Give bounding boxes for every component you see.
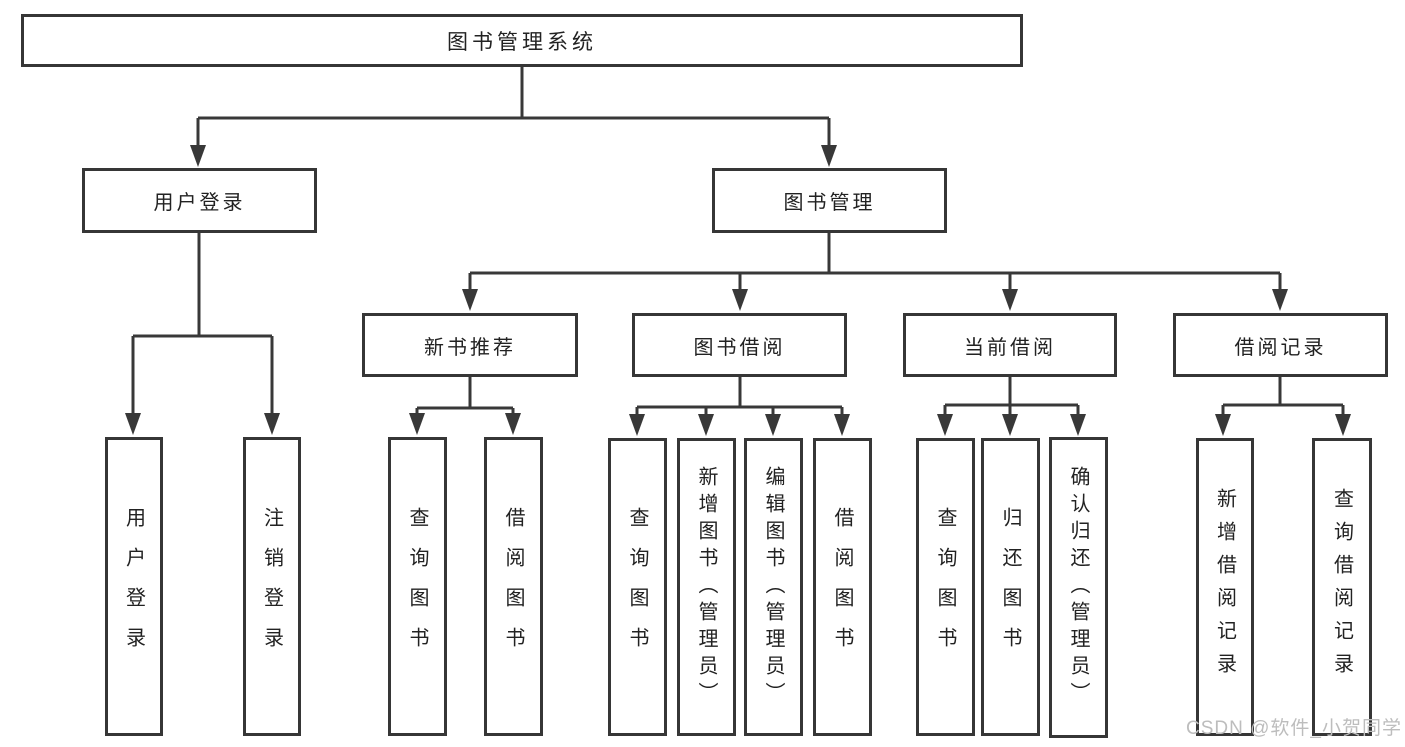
leaf-logout: 注销登录 [243, 437, 301, 736]
node-current-borrow: 当前借阅 [903, 313, 1117, 377]
leaf-borrow-books-recommend: 借阅图书 [484, 437, 543, 736]
leaf-user-login: 用户登录 [105, 437, 163, 736]
node-new-book-recommend: 新书推荐 [362, 313, 578, 377]
node-borrow-records: 借阅记录 [1173, 313, 1388, 377]
node-user-login-branch: 用户登录 [82, 168, 317, 233]
leaf-add-book-admin: 新增图书（管理员） [677, 438, 736, 736]
leaf-return-book: 归还图书 [981, 438, 1040, 736]
leaf-add-borrow-record: 新增借阅记录 [1196, 438, 1254, 736]
leaf-query-books-borrow: 查询图书 [608, 438, 667, 736]
leaf-query-borrow-record: 查询借阅记录 [1312, 438, 1372, 736]
leaf-borrow-books: 借阅图书 [813, 438, 872, 736]
csdn-watermark: CSDN @软件_小贺同学 [1186, 718, 1402, 739]
leaf-edit-book-admin: 编辑图书（管理员） [744, 438, 803, 736]
node-book-management-branch: 图书管理 [712, 168, 947, 233]
leaf-query-books-current: 查询图书 [916, 438, 975, 736]
leaf-confirm-return-admin: 确认归还（管理员） [1049, 437, 1108, 738]
node-root-system: 图书管理系统 [21, 14, 1023, 67]
node-book-borrow: 图书借阅 [632, 313, 847, 377]
leaf-query-books-recommend: 查询图书 [388, 437, 447, 736]
